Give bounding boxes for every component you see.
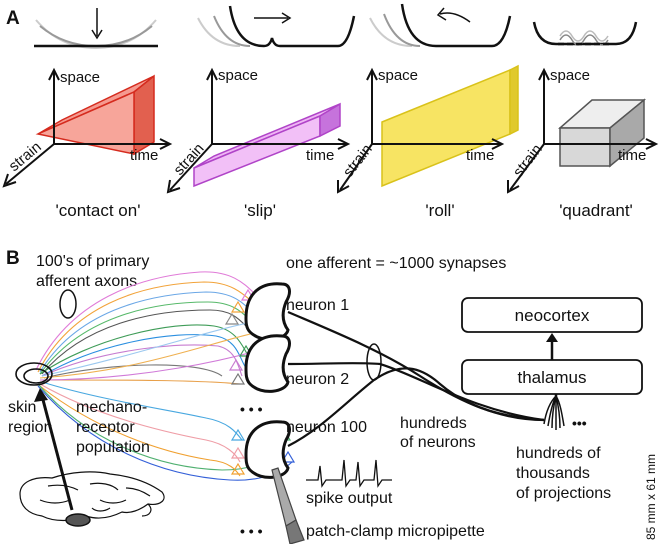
micropipette-label: patch-clamp micropipette bbox=[306, 523, 485, 540]
space-label-4: space bbox=[550, 67, 590, 84]
neocortex-arrowhead bbox=[546, 333, 558, 342]
time-label-1: time bbox=[130, 147, 158, 164]
neocortex-box bbox=[461, 297, 643, 333]
slip-stimulus-icon bbox=[197, 5, 356, 48]
caption-roll: 'roll' bbox=[425, 201, 454, 220]
caption-quadrant: 'quadrant' bbox=[559, 201, 633, 220]
axes-slip bbox=[166, 67, 351, 194]
caption-contact-on: 'contact on' bbox=[56, 201, 141, 220]
projections-line1: hundreds of bbox=[516, 445, 601, 462]
roll-shape bbox=[381, 64, 519, 188]
afferents-label-line2: afferent axons bbox=[36, 273, 137, 290]
space-label-2: space bbox=[218, 67, 258, 84]
hundreds-neurons-line1: hundreds bbox=[400, 415, 467, 432]
time-label-3: time bbox=[466, 147, 494, 164]
micropipette-icon bbox=[271, 467, 305, 544]
figure-size-note: 85 mm x 61 mm bbox=[644, 454, 658, 540]
neuron-2-label: neuron 2 bbox=[286, 371, 349, 388]
neocortex-label: neocortex bbox=[515, 306, 590, 325]
axes-contact-on bbox=[2, 67, 173, 188]
strain-label-4: strain bbox=[510, 141, 546, 180]
skin-pointer-arrow bbox=[40, 395, 74, 511]
afferents-label-line1: 100's of primary bbox=[36, 253, 149, 270]
mechanoreceptor-label-line3: population bbox=[76, 439, 150, 456]
projection-axons bbox=[287, 310, 545, 447]
skin-label-line1: skin bbox=[8, 399, 36, 416]
caption-slip: 'slip' bbox=[244, 201, 276, 220]
neuron-100-cell bbox=[244, 420, 291, 479]
space-label-3: space bbox=[378, 67, 418, 84]
spike-output-label: spike output bbox=[306, 490, 393, 507]
neuron-100-label: neuron 100 bbox=[286, 419, 367, 436]
fingertip-contact-icon bbox=[65, 513, 91, 527]
spike-output-trace bbox=[306, 459, 392, 488]
slip-shape bbox=[193, 102, 341, 188]
neuron-ellipsis: • • • bbox=[240, 401, 263, 417]
space-label-1: space bbox=[60, 69, 100, 86]
mechanoreceptor-label-line1: mechano- bbox=[76, 399, 147, 416]
skin-pointer-arrowhead bbox=[34, 388, 48, 402]
axes-roll bbox=[337, 67, 505, 194]
projection-fan bbox=[543, 395, 565, 430]
contact-on-stimulus-icon bbox=[34, 8, 158, 50]
mechanoreceptor-label-line2: receptor bbox=[76, 419, 135, 436]
quadrant-shape bbox=[558, 98, 647, 168]
neuron-1-cell bbox=[244, 282, 291, 341]
neuron-2-cell bbox=[244, 334, 291, 393]
quadrant-stimulus-icon bbox=[532, 21, 638, 46]
panel-b-letter: B bbox=[6, 248, 20, 269]
axes-quadrant bbox=[507, 67, 659, 194]
contact-on-shape bbox=[35, 74, 155, 156]
neuron-1-label: neuron 1 bbox=[286, 297, 349, 314]
projections-line3: of projections bbox=[516, 485, 611, 502]
neuron-axon-bundle-marker bbox=[366, 343, 382, 381]
time-label-2: time bbox=[306, 147, 334, 164]
hundreds-neurons-line2: of neurons bbox=[400, 434, 476, 451]
afferent-axon-bundle bbox=[35, 271, 293, 481]
time-label-4: time bbox=[618, 147, 646, 164]
bottom-ellipsis: • • • bbox=[240, 523, 263, 539]
hand-sketch-icon bbox=[19, 471, 165, 522]
roll-stimulus-icon bbox=[369, 3, 512, 48]
panel-a-letter: A bbox=[6, 8, 20, 29]
thalamus-label: thalamus bbox=[518, 368, 587, 387]
afferent-bundle-marker bbox=[59, 289, 77, 319]
projection-ellipsis: ••• bbox=[572, 415, 587, 431]
skin-label-line2: region bbox=[8, 419, 52, 436]
synapses-label: one afferent = ~1000 synapses bbox=[286, 255, 506, 272]
skin-region-marker bbox=[15, 362, 53, 386]
projections-line2: thousands bbox=[516, 465, 590, 482]
